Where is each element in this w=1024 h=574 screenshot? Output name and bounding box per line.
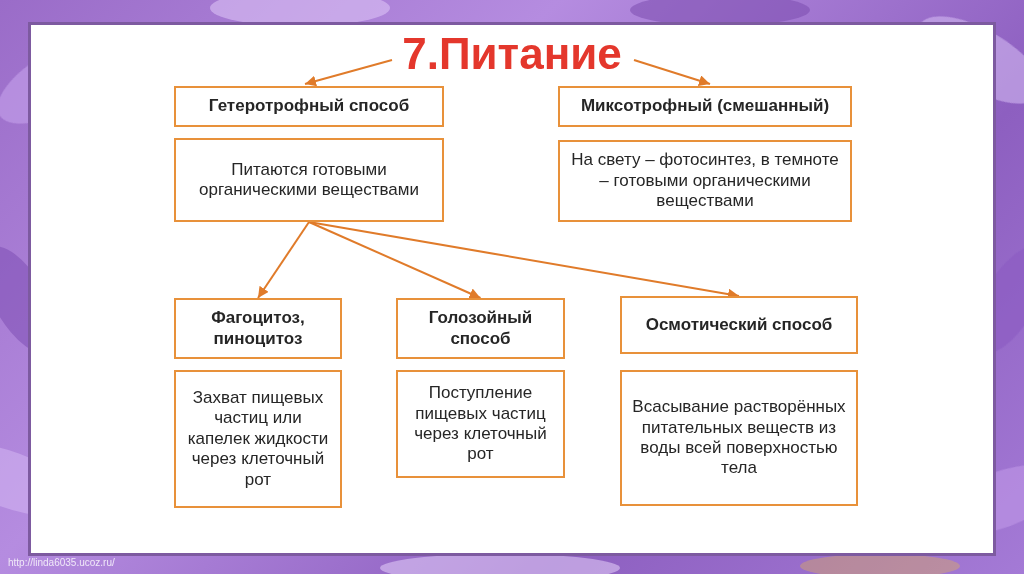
box-text: На свету – фотосинтез, в темноте – готов… bbox=[568, 150, 842, 211]
connector-arrow bbox=[309, 222, 739, 296]
heading-box: Миксотрофный (смешанный) bbox=[558, 86, 852, 127]
heading-box: Осмотический способ bbox=[620, 296, 858, 354]
box-text: Гетеротрофный способ bbox=[209, 96, 409, 116]
heading-box: Голозойный способ bbox=[396, 298, 565, 359]
box-text: Голозойный способ bbox=[406, 308, 555, 349]
box-text: Осмотический способ bbox=[646, 315, 833, 335]
heading-box: Фагоцитоз, пиноцитоз bbox=[174, 298, 342, 359]
description-box: На свету – фотосинтез, в темноте – готов… bbox=[558, 140, 852, 222]
diagram-title: 7.Питание bbox=[402, 29, 621, 78]
watermark: http://linda6035.ucoz.ru/ bbox=[8, 557, 115, 568]
label-wrap: http://linda6035.ucoz.ru/ bbox=[8, 557, 115, 568]
description-box: Захват пищевых частиц или капелек жидкос… bbox=[174, 370, 342, 508]
box-text: Миксотрофный (смешанный) bbox=[581, 96, 829, 116]
box-text: Захват пищевых частиц или капелек жидкос… bbox=[184, 388, 332, 490]
connector-arrow bbox=[258, 222, 309, 298]
box-text: Фагоцитоз, пиноцитоз bbox=[184, 308, 332, 349]
description-box: Питаются готовыми органическими вещества… bbox=[174, 138, 444, 222]
title-wrap: 7.Питание bbox=[0, 30, 1024, 78]
box-text: Питаются готовыми органическими вещества… bbox=[184, 160, 434, 201]
title-arrow bbox=[305, 60, 392, 84]
heading-box: Гетеротрофный способ bbox=[174, 86, 444, 127]
box-text: Поступление пищевых частиц через клеточн… bbox=[406, 383, 555, 465]
box-text: Всасывание растворённых питательных веще… bbox=[630, 397, 848, 479]
description-box: Всасывание растворённых питательных веще… bbox=[620, 370, 858, 506]
connector-arrow bbox=[309, 222, 481, 298]
description-box: Поступление пищевых частиц через клеточн… bbox=[396, 370, 565, 478]
title-arrow bbox=[634, 60, 710, 84]
